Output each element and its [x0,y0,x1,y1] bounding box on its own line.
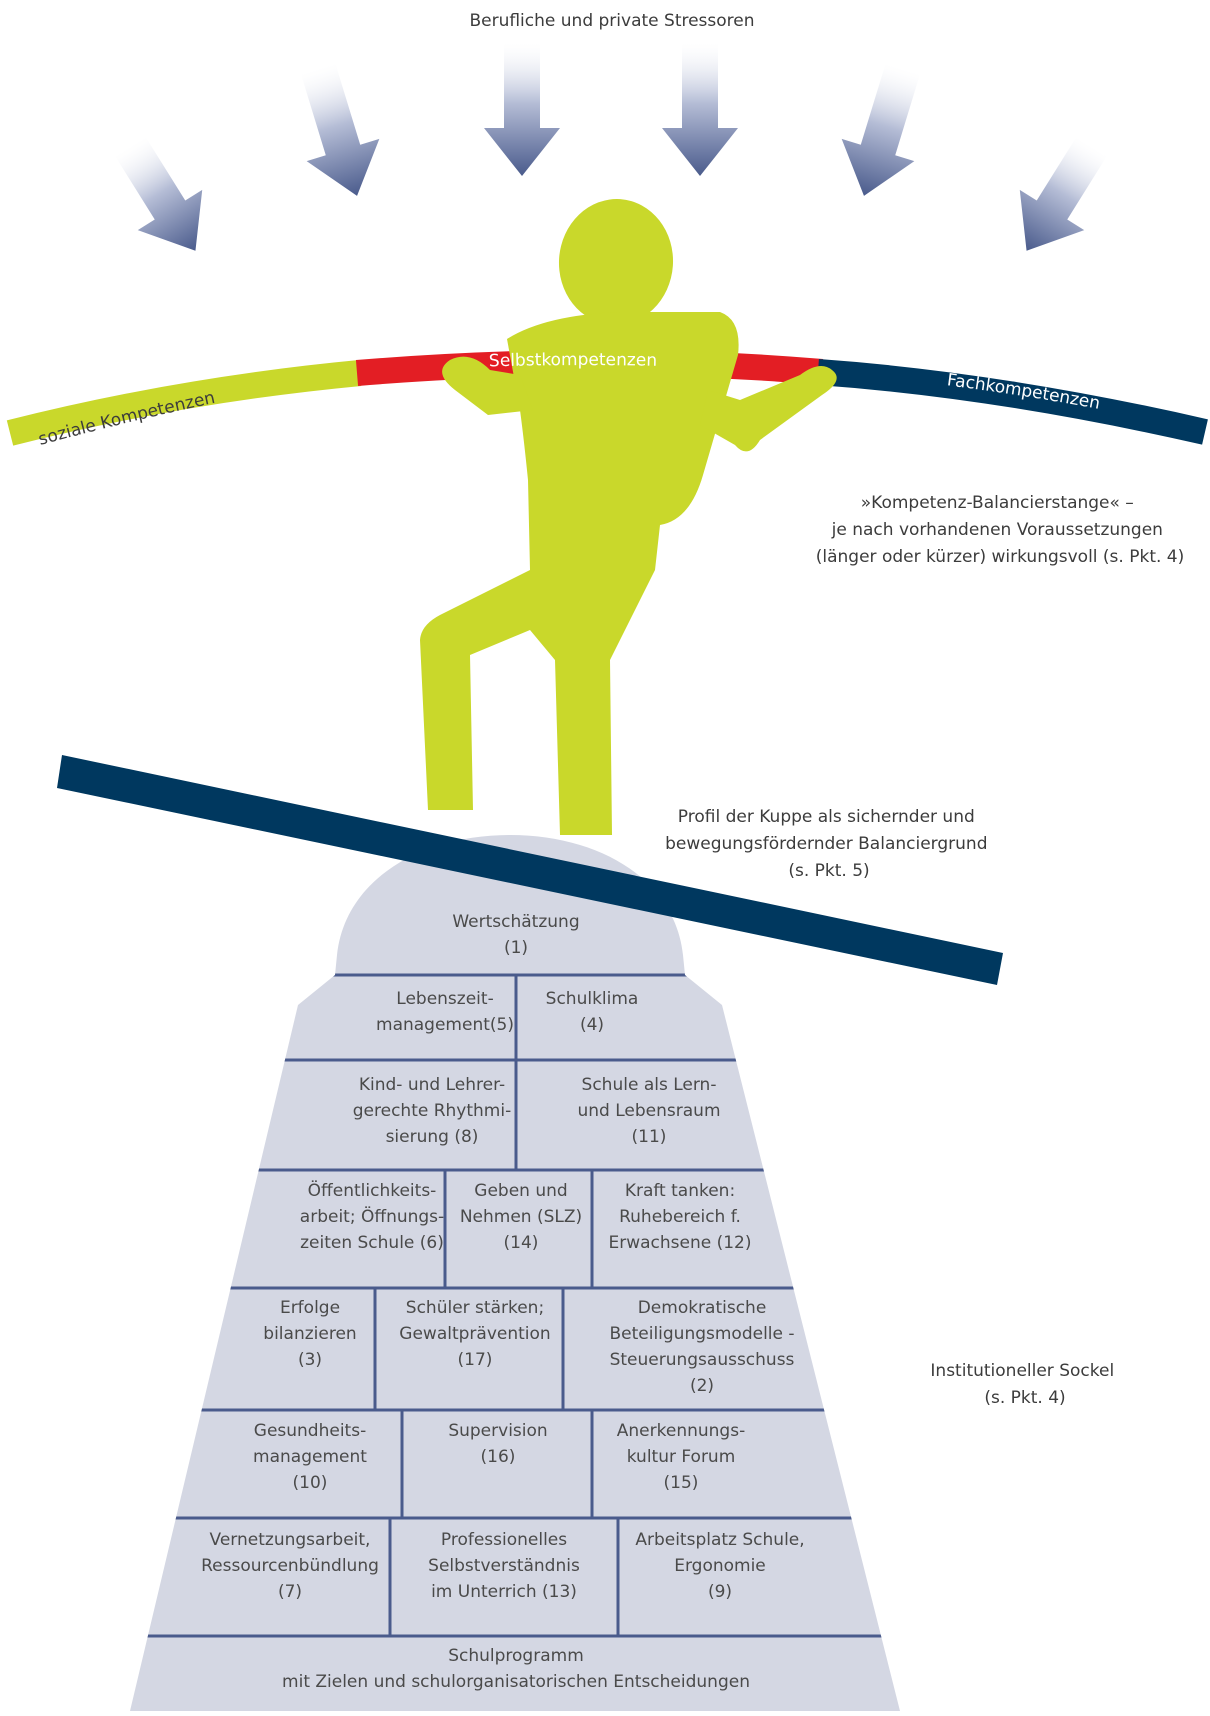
brick-labels: Wertschätzung (1) Lebenszeit-management(5)… [201,912,805,1692]
brick-label-6: Öffentlichkeits-arbeit; Öffnungs-zeiten … [300,1179,444,1253]
pole-note: »Kompetenz-Balancierstange« – je nach vo… [816,493,1185,567]
brick-line: Kind- und Lehrer- [359,1075,505,1095]
brick-line: management(5) [376,1015,514,1035]
brick-line: Selbstverständnis [428,1556,580,1576]
stressor-arrow-4 [662,43,738,176]
figure-body [420,312,739,835]
brick-line: zeiten Schule (6) [300,1233,444,1253]
pole-label-self: Selbstkompetenzen [489,350,658,371]
brick-line: Ruhebereich f. [619,1207,741,1227]
brick-line: (14) [504,1233,539,1253]
brick-line: (3) [298,1350,322,1370]
brick-line: Steuerungsausschuss [610,1350,795,1370]
figure-head [558,199,674,325]
brick-line: bilanzieren [263,1324,356,1344]
brick-label-8: Kraft tanken: Ruhebereich f. Erwachsene (1… [608,1181,751,1253]
stressor-arrow-2 [300,63,380,196]
brick-line: management [253,1447,367,1467]
brick-label-9: Erfolge bilanzieren (3) [263,1298,356,1370]
brick-label-1: Wertschätzung (1) [452,912,579,958]
stressor-arrows [114,43,1108,251]
balancing-ground-beam [57,755,1003,985]
brick-line: (4) [580,1015,604,1035]
brick-line: Geben und [474,1181,567,1201]
institutional-base: Wertschätzung (1) Lebenszeit-management(5)… [130,835,900,1711]
brick-line: Nehmen (SLZ) [460,1207,582,1227]
brick-line: (16) [481,1447,516,1467]
brick-line: (10) [293,1473,328,1493]
stressor-arrow-6 [1019,136,1108,251]
brick-line: im Unterrich (13) [431,1582,577,1602]
brick-label-15: Vernetzungsarbeit, Ressourcenbündlung (7) [201,1530,379,1602]
brick-line: Schulprogramm [448,1646,584,1666]
stressor-arrow-1 [114,136,203,251]
brick-line: (2) [690,1376,714,1396]
stressor-arrow-5 [841,63,921,196]
brick-line: Demokratische [638,1298,767,1318]
figure-right-arm [700,366,837,452]
brick-line: Erfolge [280,1298,340,1318]
brick-line: Kraft tanken: [625,1181,735,1201]
brick-line: Professionelles [441,1530,567,1550]
brick-label-12: Gesundheits-management (10) [253,1421,367,1493]
brick-label-2: Lebenszeit-management(5) [376,989,514,1035]
brick-line: Lebenszeit- [396,989,493,1009]
brick-label-17: Arbeitsplatz Schule, Ergonomie (9) [635,1530,804,1602]
brick-line: arbeit; Öffnungs- [300,1205,444,1227]
brick-label-5: Schule als Lern-und Lebensraum (11) [578,1075,721,1147]
brick-line: (17) [458,1350,493,1370]
brick-line: (9) [708,1582,732,1602]
brick-line: gerechte Rhythmi- [353,1101,511,1121]
brick-label-3: Schulklima (4) [546,989,639,1035]
brick-line: (1) [504,938,528,958]
balancing-figure [420,199,837,835]
brick-line: kultur Forum [627,1447,736,1467]
pole-segment-professional [817,359,1208,445]
brick-label-4: Kind- und Lehrer-gerechte Rhythmi-sierun… [353,1075,511,1147]
brick-label-10: Schüler stärken; Gewaltprävention (17) [399,1298,550,1370]
brick-line: Schulklima [546,989,639,1009]
brick-line: Anerkennungs- [617,1421,745,1441]
brick-line: Beteiligungsmodelle - [609,1324,794,1344]
brick-line: sierung (8) [386,1127,479,1147]
brick-line: Supervision [448,1421,547,1441]
brick-line: Ressourcenbündlung [201,1556,379,1576]
stressor-arrow-3 [484,43,560,176]
figure-left-arm [442,356,533,415]
brick-line: Gesundheits- [254,1421,366,1441]
brick-line: Vernetzungsarbeit, [210,1530,371,1550]
brick-line: (11) [632,1127,667,1147]
brick-line: Erwachsene (12) [608,1233,751,1253]
brick-line: Ergonomie [674,1556,766,1576]
pole-segment-social [6,360,362,446]
brick-line: mit Zielen und schulorganisatorischen En… [282,1672,750,1692]
brick-line: Öffentlichkeits- [308,1179,437,1201]
brick-line: Schule als Lern- [582,1075,717,1095]
brick-line: (15) [664,1473,699,1493]
brick-label-18: Schulprogramm mit Zielen und schulorganis… [282,1646,750,1692]
title: Berufliche und private Stressoren [469,11,754,31]
brick-line: und Lebensraum [578,1101,721,1121]
base-note: Institutioneller Sockel (s. Pkt. 4) [930,1361,1119,1408]
brick-line: Arbeitsplatz Schule, [635,1530,804,1550]
brick-line: (7) [278,1582,302,1602]
brick-line: Schüler stärken; [406,1298,544,1318]
brick-line: Wertschätzung [452,912,579,932]
brick-label-14: Anerkennungs-kultur Forum (15) [617,1421,745,1493]
ground-note: Profil der Kuppe als sichernder und bewe… [665,807,993,881]
brick-line: Gewaltprävention [399,1324,550,1344]
brick-label-13: Supervision (16) [448,1421,547,1467]
